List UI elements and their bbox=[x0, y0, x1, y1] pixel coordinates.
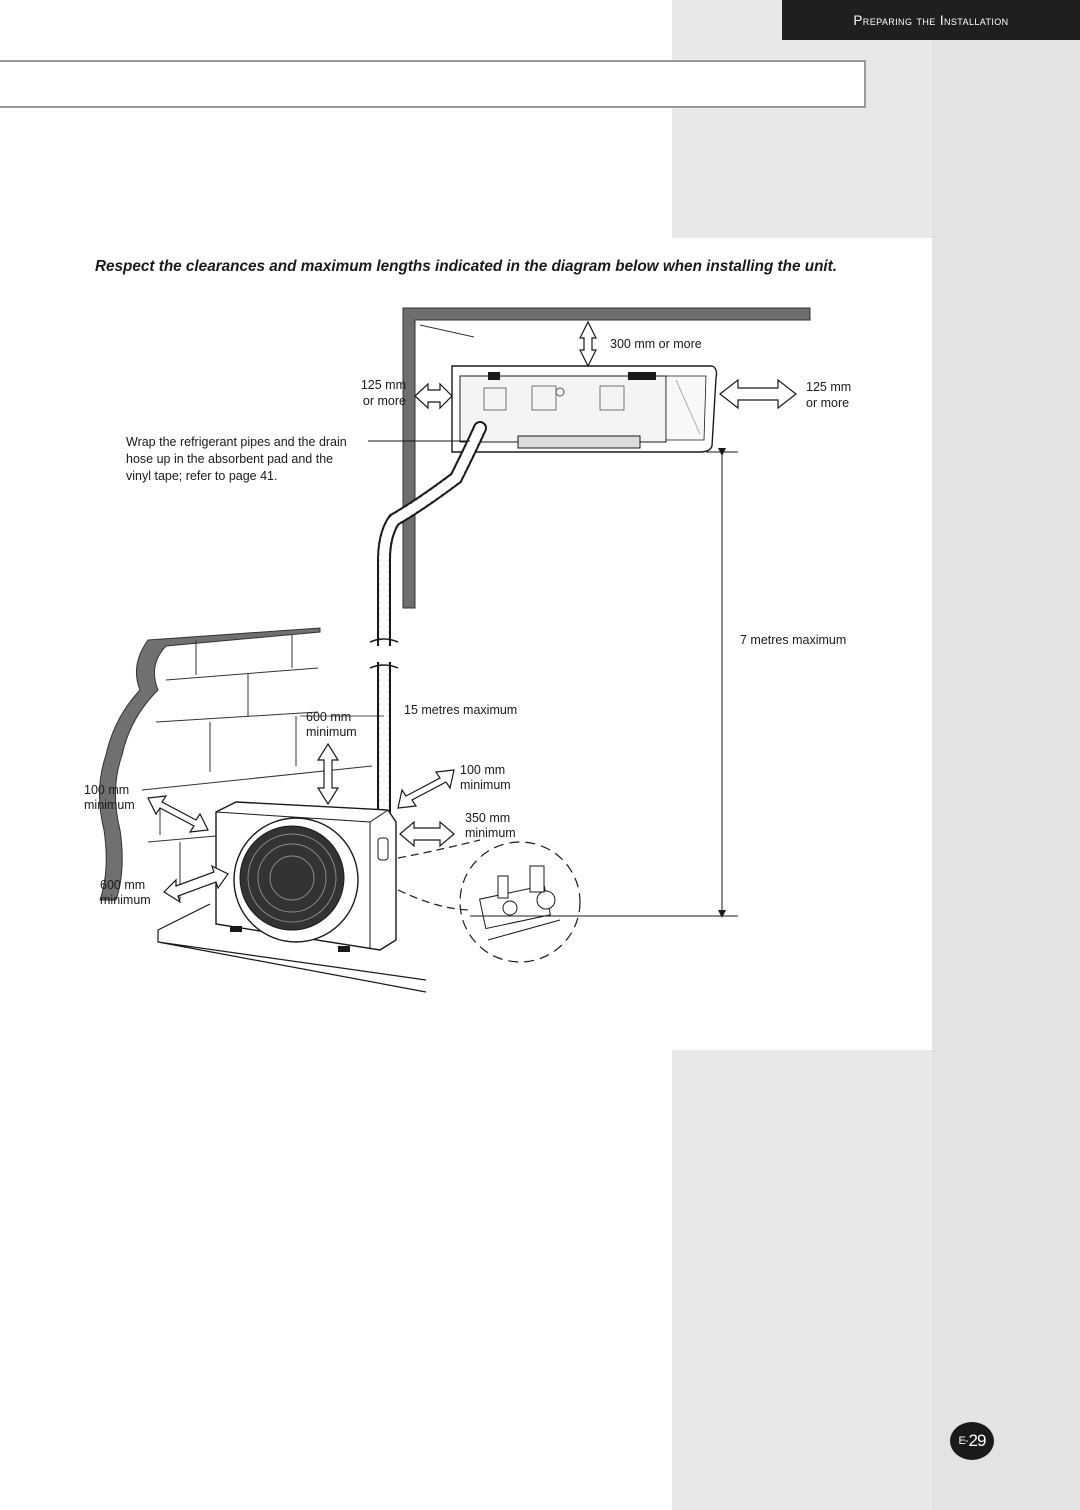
right-clearance-suffix: or more bbox=[806, 396, 850, 410]
section-header-tab: Preparing the Installation bbox=[782, 0, 1080, 40]
height-limit-label: 7 metres maximum bbox=[740, 633, 847, 647]
wrap-note-line-3: vinyl tape; refer to page 41. bbox=[126, 469, 278, 483]
outdoor-top-value: 600 mm bbox=[306, 710, 352, 724]
valve-detail bbox=[397, 839, 581, 963]
indoor-wall bbox=[402, 307, 811, 609]
outdoor-right-suffix: minimum bbox=[460, 778, 511, 792]
left-clearance-value: 125 mm bbox=[360, 378, 406, 392]
page-number-prefix: E- bbox=[958, 1435, 969, 1447]
outdoor-back-value: 100 mm bbox=[84, 783, 130, 797]
wrap-note-line-1: Wrap the refrigerant pipes and the drain bbox=[126, 435, 347, 449]
left-clearance-suffix: or more bbox=[362, 394, 406, 408]
top-clearance-label: 300 mm or more bbox=[610, 337, 702, 351]
dimension-arrows bbox=[147, 320, 797, 918]
background-right-strip bbox=[932, 0, 1080, 1510]
page-title-box bbox=[0, 60, 866, 108]
instruction-text: Respect the clearances and maximum lengt… bbox=[94, 258, 838, 275]
section-title: Preparing the Installation bbox=[853, 12, 1009, 28]
right-clearance-value: 125 mm bbox=[806, 380, 852, 394]
outdoor-side-value: 350 mm bbox=[465, 811, 511, 825]
ground-base bbox=[157, 903, 427, 993]
outdoor-back-suffix: minimum bbox=[84, 798, 135, 812]
outdoor-side-suffix: minimum bbox=[465, 826, 516, 840]
refrigerant-pipe bbox=[369, 421, 487, 922]
outdoor-wall bbox=[98, 627, 373, 901]
outdoor-front-suffix: minimum bbox=[100, 893, 151, 907]
outdoor-top-suffix: minimum bbox=[306, 725, 357, 739]
outdoor-unit bbox=[215, 801, 397, 952]
page-number-badge: E-29 bbox=[950, 1422, 994, 1460]
outdoor-front-value: 600 mm bbox=[100, 878, 146, 892]
indoor-unit bbox=[451, 365, 718, 453]
wrap-note-line-2: hose up in the absorbent pad and the bbox=[126, 452, 334, 466]
pipe-length-limit-label: 15 metres maximum bbox=[404, 703, 518, 717]
outdoor-right-value: 100 mm bbox=[460, 763, 506, 777]
page-number: 29 bbox=[968, 1431, 987, 1450]
